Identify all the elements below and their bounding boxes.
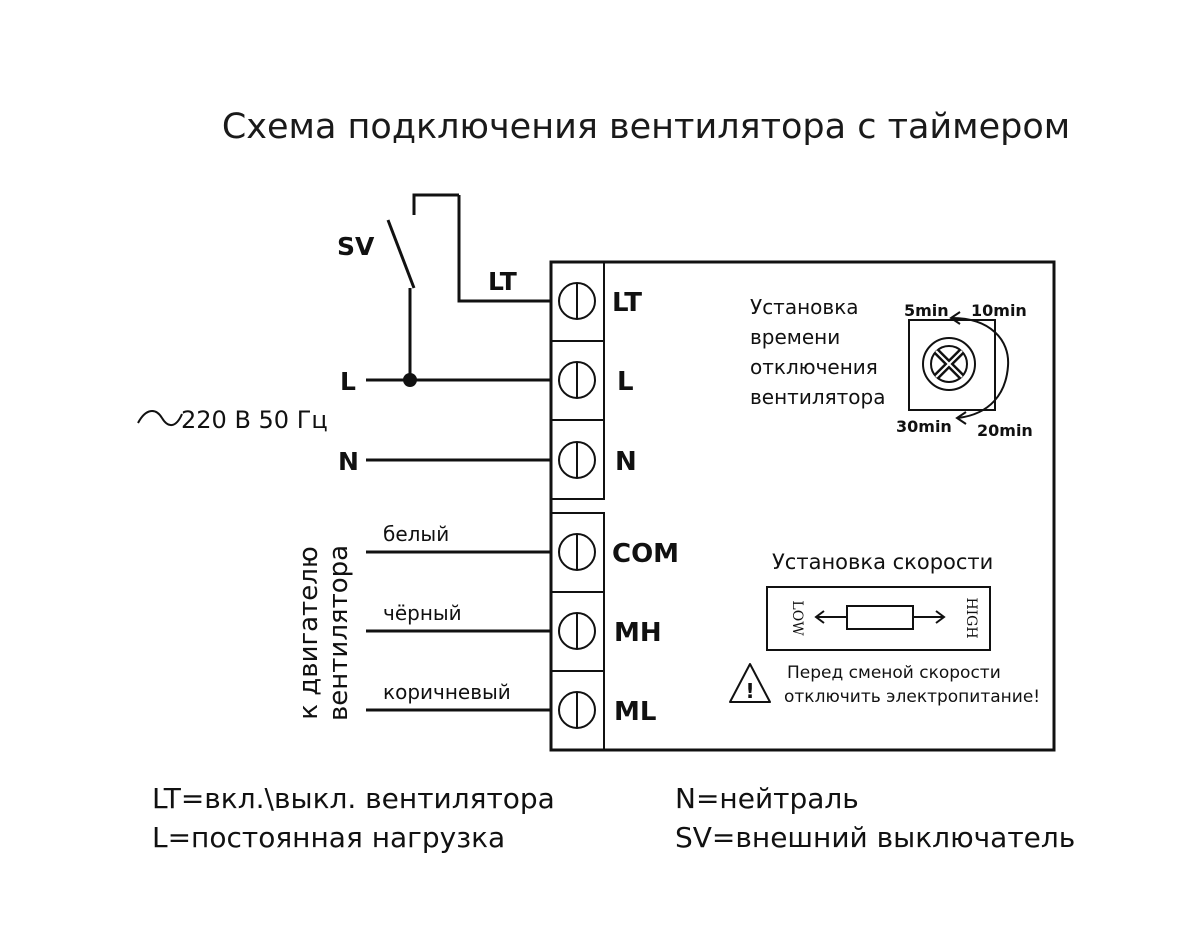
warning-text-line1: Перед сменой скорости <box>787 663 1001 683</box>
speed-title: Установка скорости <box>772 550 993 574</box>
motor-label-line2: вентилятора <box>324 545 354 721</box>
supply-voltage-label: 220 В 50 Гц <box>181 406 328 434</box>
switch-label: SV <box>337 232 375 261</box>
timer-setting: Установка времени отключения вентилятора… <box>750 295 1033 440</box>
terminal-mh: MH <box>558 612 662 650</box>
timer-label-line3: отключения <box>750 355 878 379</box>
warning-icon: ! <box>729 663 771 703</box>
terminal-lt-label: LT <box>612 288 642 318</box>
ac-symbol <box>137 410 183 426</box>
timer-knob-housing <box>908 319 996 411</box>
terminal-block-bottom <box>550 512 605 751</box>
terminal-n: N <box>558 441 637 479</box>
supply-l-label: L <box>340 367 356 396</box>
terminal-l: L <box>558 361 634 399</box>
wire-label-white: белый <box>383 522 449 546</box>
supply-lines: L N 220 В 50 Гц <box>137 367 552 476</box>
motor-wires: белый чёрный коричневый к двигателю вент… <box>294 522 552 721</box>
legend-n: N=нейтраль <box>675 782 859 815</box>
speed-slider[interactable] <box>814 605 946 630</box>
terminal-com-label: COM <box>612 539 679 569</box>
timer-mark-30min: 30min <box>896 417 952 436</box>
timer-mark-10min: 10min <box>971 301 1027 320</box>
terminal-l-label: L <box>617 367 634 397</box>
timer-label-line4: вентилятора <box>750 385 885 409</box>
wire-label-black: чёрный <box>383 601 462 625</box>
timer-mark-5min: 5min <box>904 301 949 320</box>
terminal-com: COM <box>558 533 679 571</box>
diagram-title: Схема подключения вентилятора с таймером <box>222 107 1070 147</box>
lt-wire-label: LT <box>488 267 517 296</box>
timer-knob[interactable] <box>922 337 976 391</box>
wire-label-brown: коричневый <box>383 680 511 704</box>
legend-sv: SV=внешний выключатель <box>675 821 1075 854</box>
svg-text:!: ! <box>745 679 754 703</box>
terminal-ml: ML <box>558 691 656 729</box>
terminal-mh-label: MH <box>614 618 662 648</box>
legend-l: L=постоянная нагрузка <box>152 821 505 854</box>
timer-label-line1: Установка <box>750 295 859 319</box>
warning-text-line2: отключить электропитание! <box>784 687 1040 707</box>
legend: LT=вкл.\выкл. вентилятора L=постоянная н… <box>152 782 1075 854</box>
controller-box <box>549 260 1056 752</box>
switch-sv: SV LT <box>337 193 552 380</box>
timer-mark-20min: 20min <box>977 421 1033 440</box>
timer-label-line2: времени <box>750 325 840 349</box>
terminal-lt: LT <box>558 282 642 320</box>
terminal-n-label: N <box>615 447 637 477</box>
supply-n-label: N <box>338 447 359 476</box>
speed-switch-housing <box>766 586 991 651</box>
legend-lt: LT=вкл.\выкл. вентилятора <box>152 782 555 815</box>
speed-low-label: LOW <box>789 600 805 636</box>
motor-label-line1: к двигателю <box>294 546 324 719</box>
terminal-ml-label: ML <box>614 697 656 727</box>
speed-high-label: HIGH <box>963 597 979 638</box>
terminal-block-top <box>550 261 605 500</box>
speed-setting: Установка скорости LOW HIGH ! Перед смен… <box>729 550 1040 707</box>
junction-dot <box>403 373 417 387</box>
timer-arc-arrow <box>951 317 1010 419</box>
